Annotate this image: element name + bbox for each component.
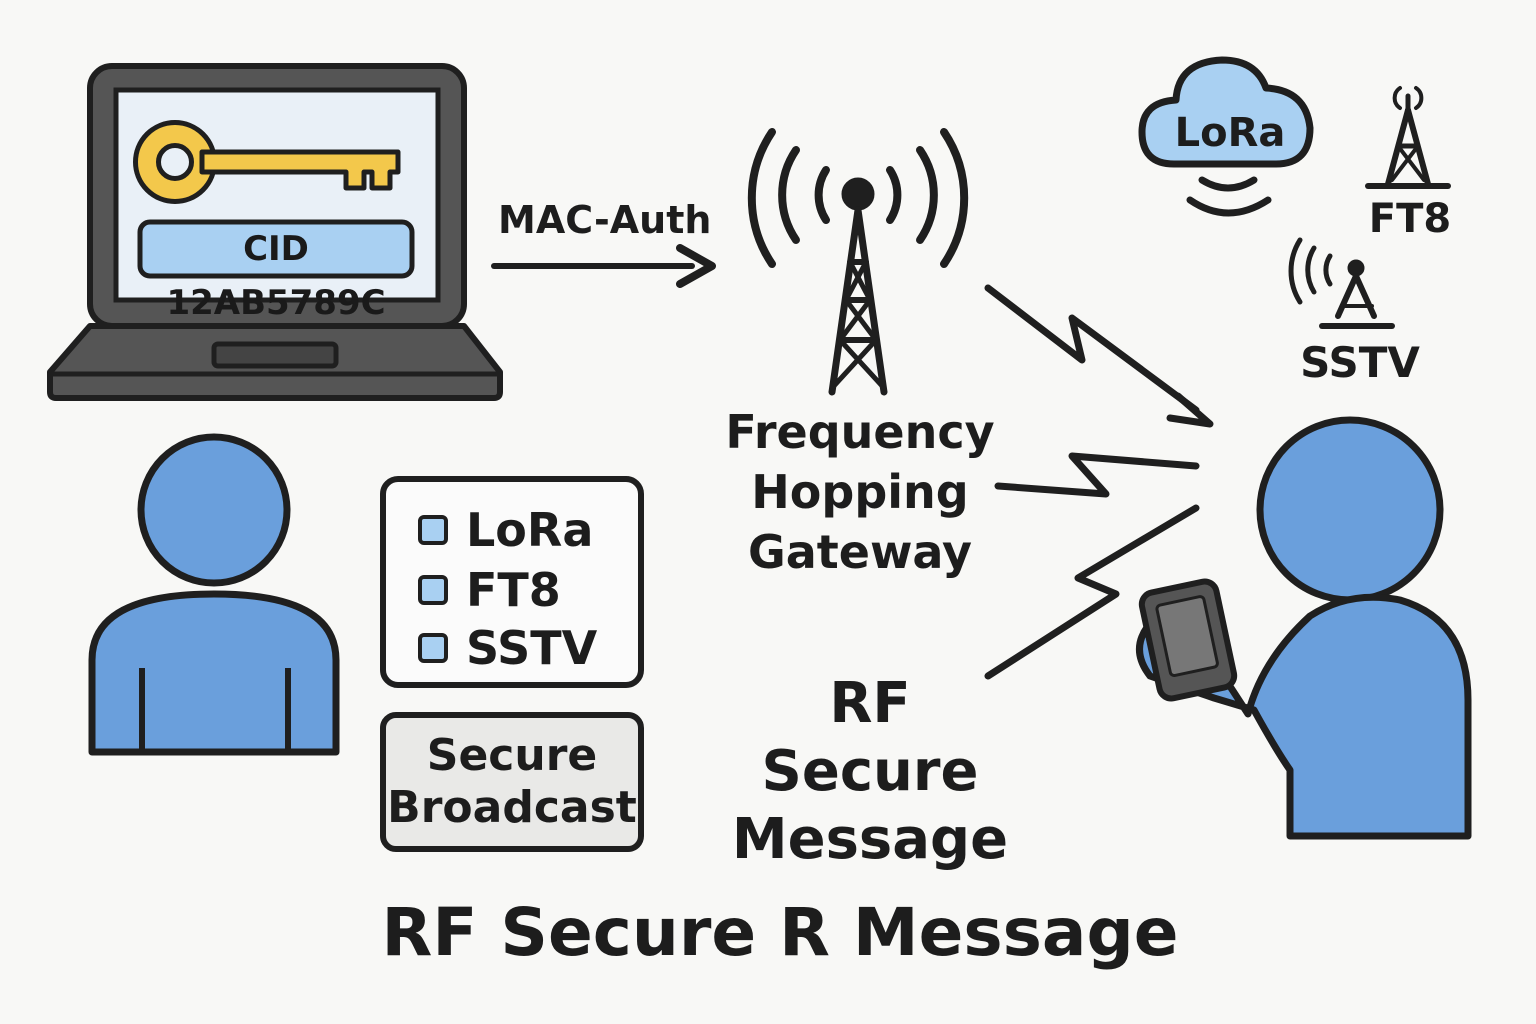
sender-person-icon (88, 433, 340, 756)
sstv-tower-icon (1288, 237, 1395, 329)
ft8-tower-icon (1365, 86, 1451, 189)
lora-cloud-icon (1138, 56, 1314, 217)
page-title: RF Secure R Message (381, 894, 1179, 971)
mac-auth-arrow (491, 244, 716, 288)
secure-broadcast-line-1: Secure (426, 730, 598, 781)
rf-secure-message-label: RF Secure Message (710, 670, 1030, 874)
gateway-label-line-3: Gateway (747, 525, 973, 579)
checkbox-lora[interactable] (418, 515, 448, 545)
protocol-label-ft8: FT8 (466, 563, 561, 617)
cid-label: CID 12AB5789C (166, 229, 386, 323)
rf-label-line-2: Secure (761, 739, 979, 804)
protocol-item-sstv[interactable]: SSTV (418, 620, 597, 676)
gateway-label-line-1: Frequency (725, 405, 995, 459)
cid-badge (137, 219, 415, 279)
mac-auth-label: MAC-Auth (498, 198, 712, 242)
gateway-label-line-2: Hopping (751, 465, 969, 519)
protocol-item-ft8[interactable]: FT8 (418, 562, 561, 618)
checkbox-sstv[interactable] (418, 633, 448, 663)
checkbox-ft8[interactable] (418, 575, 448, 605)
secure-broadcast-button[interactable]: Secure Broadcast (380, 712, 644, 852)
protocol-label-sstv: SSTV (466, 621, 598, 675)
rf-label-line-1: RF (829, 671, 911, 736)
protocol-label-lora: LoRa (466, 503, 594, 557)
key-icon (133, 120, 401, 204)
rf-link-zigzags (984, 284, 1214, 680)
gateway-tower-icon (747, 128, 969, 396)
rf-label-line-3: Message (731, 807, 1009, 872)
cloud-label: LoRa (1174, 110, 1286, 156)
protocol-list: LoRa FT8 SSTV (380, 476, 644, 688)
sstv-label: SSTV (1300, 338, 1420, 387)
phone-icon (1138, 578, 1238, 702)
gateway-label: Frequency Hopping Gateway (700, 402, 1020, 582)
ft8-label: FT8 (1368, 196, 1452, 242)
protocol-item-lora[interactable]: LoRa (418, 502, 593, 558)
secure-broadcast-line-2: Broadcast (387, 782, 637, 833)
